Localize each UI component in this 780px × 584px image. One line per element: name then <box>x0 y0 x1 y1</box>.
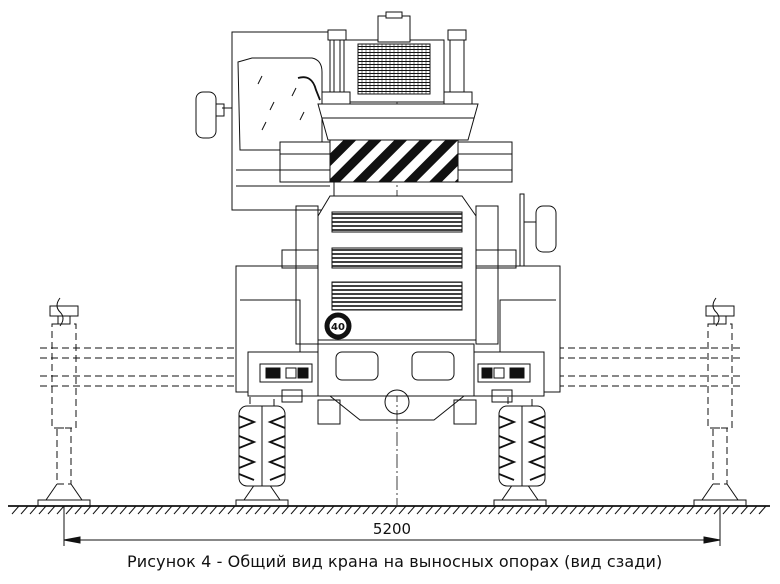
right-mirror <box>524 206 556 252</box>
engine-hood <box>296 196 498 344</box>
speed-limit-badge: 40 <box>325 313 351 339</box>
operator-cabin <box>196 32 334 210</box>
wheel-left <box>238 405 286 487</box>
wheel-right <box>498 405 546 487</box>
license-plate-right <box>412 352 454 380</box>
license-plate-left <box>336 352 378 380</box>
ground-line <box>8 506 770 514</box>
outrigger-right-outer <box>693 297 747 507</box>
speed-limit-label: 40 <box>331 322 345 333</box>
width-dimension-label: 5200 <box>373 520 411 538</box>
rear-bumper <box>248 344 544 424</box>
left-mirror <box>196 92 216 138</box>
outrigger-left-outer <box>37 297 91 507</box>
hazard-stripe-panel <box>330 140 458 182</box>
outrigger-beams <box>40 348 740 386</box>
turret <box>280 12 512 182</box>
figure-caption: Рисунок 4 - Общий вид крана на выносных … <box>127 552 663 571</box>
width-dimension: 5200 <box>64 506 720 546</box>
